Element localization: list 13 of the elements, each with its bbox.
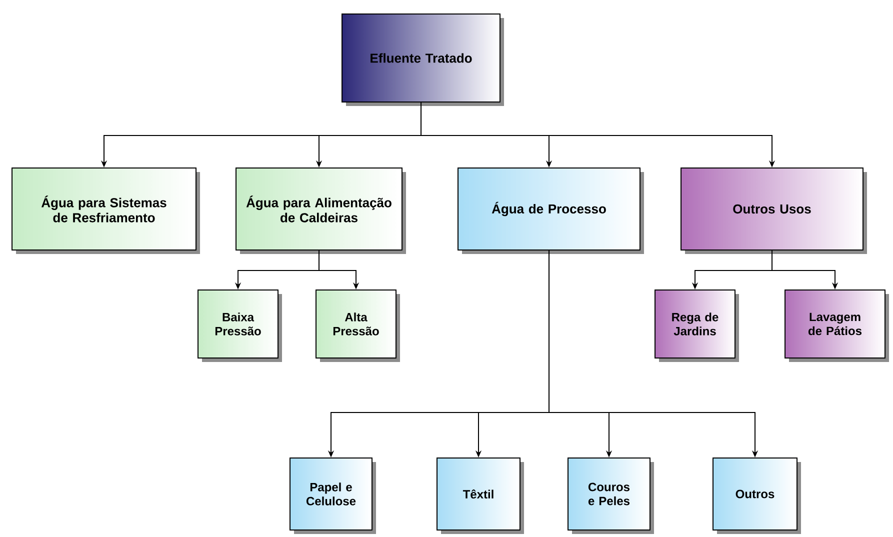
category-box: Água para Sistemas de Resfriamento <box>12 168 200 254</box>
category-box: Água para Alimentação de Caldeiras <box>236 168 406 254</box>
category-box: Água de Processo <box>458 168 644 254</box>
category-box: Outros Usos <box>680 168 867 254</box>
sub-box: Alta Pressão <box>316 290 400 362</box>
sub-box: Couros e Peles <box>568 458 654 534</box>
sub-box: Têxtil <box>436 458 524 534</box>
sub-box: Rega de Jardins <box>654 290 739 362</box>
sub-box: Papel e Celulose <box>290 458 376 534</box>
root-box: Efluente Tratado <box>342 14 504 106</box>
sub-box: Outros <box>712 458 801 534</box>
sub-box: Lavagem de Pátios <box>784 290 889 362</box>
sub-box: Baixa Pressão <box>198 290 282 362</box>
